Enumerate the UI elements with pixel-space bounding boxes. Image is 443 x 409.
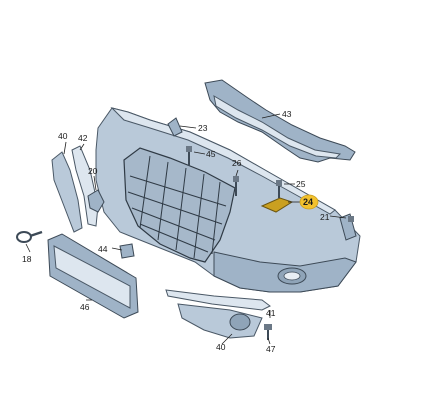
- callout-45: 45: [206, 149, 216, 159]
- clip-21-fastener: [348, 216, 354, 222]
- callout-40-lower: 40: [216, 342, 226, 352]
- callout-25: 25: [296, 179, 306, 189]
- reinforcement-face: [213, 95, 342, 159]
- clip-47: [264, 324, 272, 340]
- callout-26: 26: [232, 158, 242, 168]
- callout-47: 47: [266, 344, 276, 354]
- callout-20: 20: [88, 166, 98, 176]
- callout-21: 21: [320, 212, 330, 222]
- clip-44: [119, 243, 135, 259]
- fog-trim-41: [165, 289, 271, 311]
- radiator-grille: [123, 147, 236, 263]
- callout-42: 42: [78, 133, 88, 143]
- side-strip-40: [51, 151, 83, 233]
- bolt-45: [186, 146, 192, 166]
- bracket-20: [87, 189, 105, 213]
- callout-24: 24: [303, 197, 313, 207]
- callout-24-highlight: [299, 194, 319, 210]
- plate-holder-face: [53, 245, 131, 309]
- callout-44: 44: [98, 244, 108, 254]
- callout-23: 23: [198, 123, 208, 133]
- grille-slats: [127, 155, 227, 259]
- end-cap-21: [339, 213, 357, 241]
- callout-43: 43: [282, 109, 292, 119]
- tow-eye-18: [16, 230, 43, 243]
- leader-lines: [25, 113, 347, 345]
- callout-41: 41: [266, 308, 276, 318]
- bolt-26: [233, 176, 239, 196]
- callout-18: 18: [22, 254, 32, 264]
- bolt-25: [276, 180, 282, 198]
- bracket-23: [167, 117, 183, 137]
- callout-46: 46: [80, 302, 90, 312]
- callout-40-side: 40: [58, 131, 68, 141]
- fog-lamp-lens: [283, 271, 301, 281]
- fog-grille-opening: [229, 313, 251, 331]
- bumper-reinforcement: [204, 79, 356, 163]
